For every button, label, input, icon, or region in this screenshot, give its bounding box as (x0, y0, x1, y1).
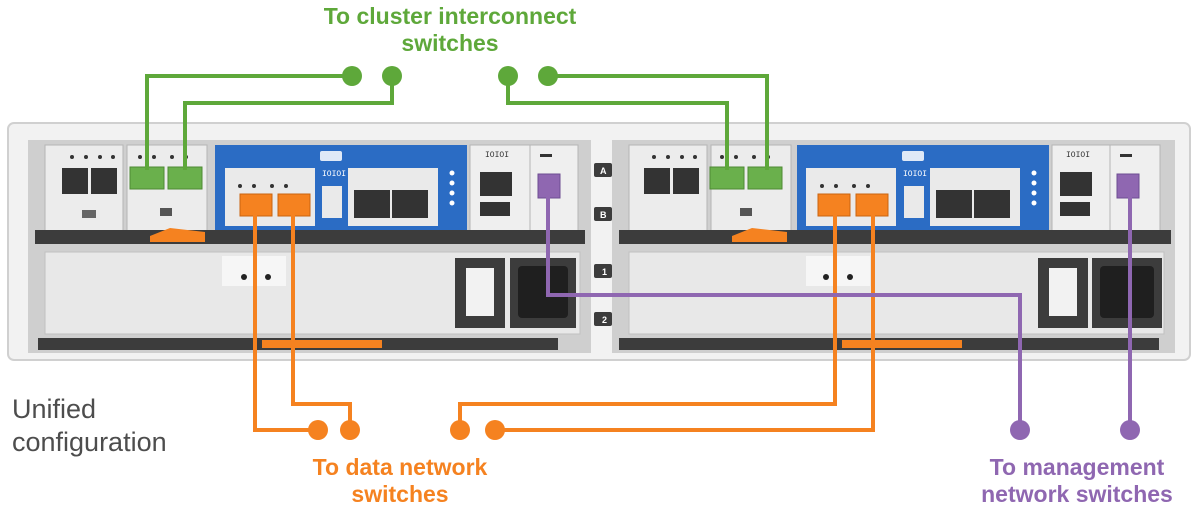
badge-psu2 (594, 312, 612, 326)
data-cable-4 (495, 206, 875, 432)
badge-a (594, 163, 612, 177)
cluster-cables (145, 74, 769, 170)
console-label-b: IOIOI (1066, 151, 1090, 160)
data-cable-2 (291, 206, 352, 430)
mgmt-cable-1 (546, 190, 1022, 430)
data-cable-1 (253, 206, 318, 432)
badge-b-label: B (600, 210, 607, 220)
controller-b: IOIOI IOIOI (619, 144, 1171, 244)
cluster-label-line2: switches (401, 30, 498, 56)
cluster-cable-1 (145, 74, 352, 170)
badge-psu1 (594, 264, 612, 278)
mgmt-label-line2: network switches (981, 481, 1173, 507)
data-cable-3 (458, 206, 837, 430)
center-badges: A B 1 2 (594, 163, 612, 326)
badge-psu2-label: 2 (602, 315, 607, 325)
mgmt-label-line1: To management (990, 454, 1165, 480)
data-label-line2: switches (351, 481, 448, 507)
data-endpoints (308, 420, 505, 440)
cluster-endpoints (342, 66, 558, 86)
badge-b (594, 207, 612, 221)
management-cables (546, 190, 1132, 430)
power-supplies (38, 251, 1165, 350)
management-endpoints (1010, 420, 1140, 440)
console-label: IOIOI (485, 151, 509, 160)
badge-a-label: A (600, 166, 607, 176)
io-module-label: IOIOI (322, 170, 346, 179)
cluster-cable-4 (506, 76, 729, 170)
io-module-label-b: IOIOI (903, 170, 927, 179)
data-cables (253, 206, 875, 432)
badge-psu1-label: 1 (602, 267, 607, 277)
cluster-label-line1: To cluster interconnect (324, 3, 577, 29)
controller-a: IOIOI IOIOI (35, 144, 585, 244)
data-label-line1: To data network (313, 454, 488, 480)
config-label-line1: Unified (12, 394, 96, 424)
cluster-cable-2 (183, 76, 394, 170)
config-label-line2: configuration (12, 427, 167, 457)
cluster-cable-3 (548, 74, 769, 170)
